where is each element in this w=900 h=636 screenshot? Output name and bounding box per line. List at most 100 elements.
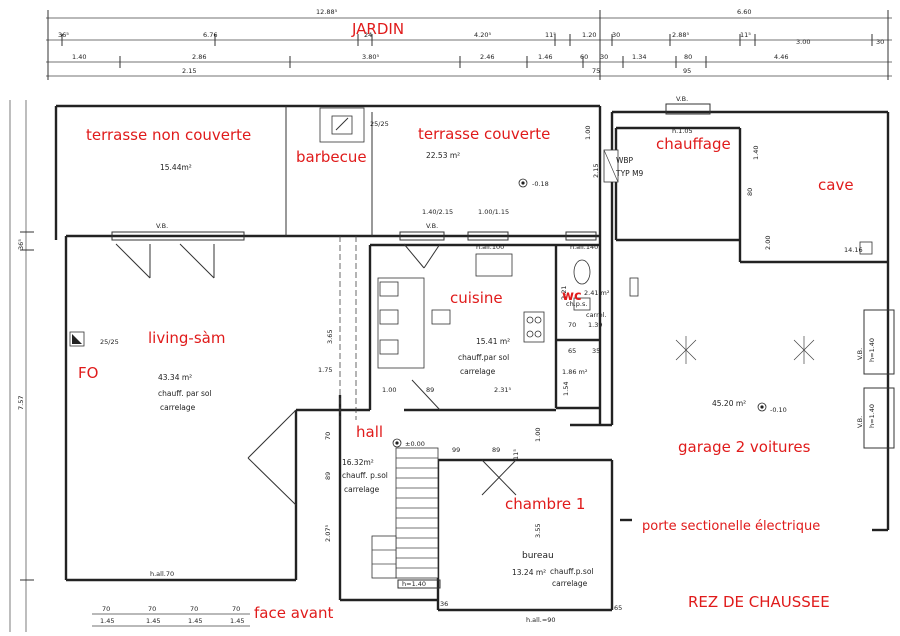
vb-kitchen: V.B. [426, 222, 438, 230]
d-207: 2.07⁵ [324, 525, 332, 542]
small-area: 1.86 m² [562, 368, 588, 376]
d-231: 2.31⁵ [494, 386, 511, 394]
chambre-area: 13.24 m² [512, 568, 546, 577]
dim-r1-4: 11⁵ [545, 31, 556, 39]
label-terrasse-couverte: terrasse couverte [418, 125, 550, 143]
terrasse-c-area: 22.53 m² [426, 151, 460, 160]
left-dimensions: 36⁵ 7.57 [9, 100, 34, 632]
label-living: living-sàm [148, 329, 225, 347]
label-chauffage: chauffage [656, 135, 731, 153]
d-139: 1.39 [588, 321, 602, 329]
win2-dim: 1.00/1.15 [478, 208, 509, 216]
chambre-heat: chauff.p.sol [550, 567, 594, 576]
d-89b: 89 [324, 472, 332, 480]
annotations: 15.44m² 22.53 m² -0.18 43.34 m² chauff. … [100, 95, 876, 624]
dim-r2-3: 2.46 [480, 53, 494, 61]
bottom-dimensions: 70 70 70 70 1.45 1.45 1.45 1.45 [92, 605, 250, 627]
d-100b: 1.00 [382, 386, 396, 394]
door-h105: h.1.05 [672, 127, 693, 135]
top-dimensions: 12.88⁵ 6.60 36⁵ 6.76 24 4.20⁵ 11⁵ 1.20 3… [46, 8, 892, 80]
dim-r1-7: 2.88⁵ [672, 31, 689, 39]
living-area: 43.34 m² [158, 373, 192, 382]
label-cuisine: cuisine [450, 289, 503, 307]
h140b-label: h=1.40 [402, 580, 426, 588]
garage-area: 45.20 m² [712, 399, 746, 408]
cave-area: 14.16 [844, 246, 863, 254]
room-labels: JARDIN terrasse non couverte barbecue te… [78, 20, 854, 622]
vb-garage-h2: h=1.40 [868, 404, 876, 428]
d-154: 1.54 [562, 382, 570, 396]
vb-cave: V.B. [676, 95, 688, 103]
typ-label: TYP M9 [615, 169, 644, 178]
dim-bot-6: 1.45 [188, 617, 202, 625]
dim-r2-5: 60 [580, 53, 588, 61]
label-rez: REZ DE CHAUSSEE [688, 593, 830, 611]
dim-r1-0: 36⁵ [58, 31, 69, 39]
dim-r1-1: 6.76 [203, 31, 217, 39]
h70-label: h.all.70 [150, 570, 174, 578]
dim-r1-6: 30 [612, 31, 620, 39]
dim-r1-5: 1.20 [582, 31, 596, 39]
d-70b: 70 [568, 321, 576, 329]
h100-label: h.all.100 [476, 243, 504, 251]
walls [54, 104, 890, 612]
fo-dim: 25/25 [100, 338, 119, 346]
wc-area: 2.41 m² [584, 289, 610, 297]
dim-r1-10: 30 [876, 38, 884, 46]
d-140: 1.40 [752, 146, 760, 160]
label-terrasse-non-couverte: terrasse non couverte [86, 126, 251, 144]
label-garage: garage 2 voitures [678, 438, 811, 456]
wbp-label: WBP [616, 156, 634, 165]
label-chambre: chambre 1 [505, 495, 585, 513]
hall-area: 16.32m² [342, 458, 374, 467]
cuisine-heat: chauff.par sol [458, 353, 509, 362]
dim-bot-5: 1.45 [146, 617, 160, 625]
dim-r1-9: 3.00 [796, 38, 810, 46]
living-heat: chauff. par sol [158, 389, 212, 398]
dim-r2-2: 3.80⁵ [362, 53, 379, 61]
win1-dim: 1.40/2.15 [422, 208, 453, 216]
chambre-sub: bureau [522, 551, 554, 561]
hall-heat: chauff. p.sol [342, 471, 388, 480]
label-hall: hall [356, 423, 383, 441]
d-100c: 1.00 [534, 428, 542, 442]
d-89: 89 [426, 386, 434, 394]
d-89c: 89 [492, 446, 500, 454]
dim-r3-0: 2.15 [182, 67, 196, 75]
vb-garage-h1: h=1.40 [868, 338, 876, 362]
d-11: 11⁵ [512, 449, 520, 460]
d-175: 1.75 [318, 366, 332, 374]
terrasse-nc-area: 15.44m² [160, 163, 192, 172]
chambre-floor: carrelage [552, 579, 588, 588]
dim-r2-4: 1.46 [538, 53, 552, 61]
bbq-dim: 25/25 [370, 120, 389, 128]
dim-r2-9: 4.46 [774, 53, 788, 61]
wc-floor: carrel. [586, 311, 607, 319]
dim-r3-2: 95 [683, 67, 691, 75]
dim-bot-0: 70 [102, 605, 110, 613]
dim-bot-4: 1.45 [100, 617, 114, 625]
dim-bot-7: 1.45 [230, 617, 244, 625]
dim-left-1: 7.57 [17, 396, 25, 410]
d-65b: 65 [614, 604, 622, 612]
d-365: 3.65 [326, 330, 334, 344]
dim-r2-1: 2.86 [192, 53, 206, 61]
wc-ch: ch.p.s. [566, 300, 587, 308]
h90-label: h.all.=90 [526, 616, 556, 624]
d-80: 80 [746, 188, 754, 196]
label-jardin: JARDIN [351, 20, 404, 38]
dim-r1-3: 4.20⁵ [474, 31, 491, 39]
dim-r1-2: 24 [364, 31, 372, 39]
d-215: 2.15 [592, 164, 600, 178]
d-35: 35 [592, 347, 600, 355]
d-36: 36 [440, 600, 448, 608]
dim-r2-8: 80 [684, 53, 692, 61]
hall-level: ±0.00 [405, 440, 425, 448]
vb-garage-2: V.B. [856, 416, 864, 428]
dim-bot-2: 70 [190, 605, 198, 613]
dim-total-right: 6.60 [737, 8, 751, 16]
d-65: 65 [568, 347, 576, 355]
fixtures [69, 107, 873, 579]
label-porte: porte sectionelle électrique [642, 519, 820, 534]
